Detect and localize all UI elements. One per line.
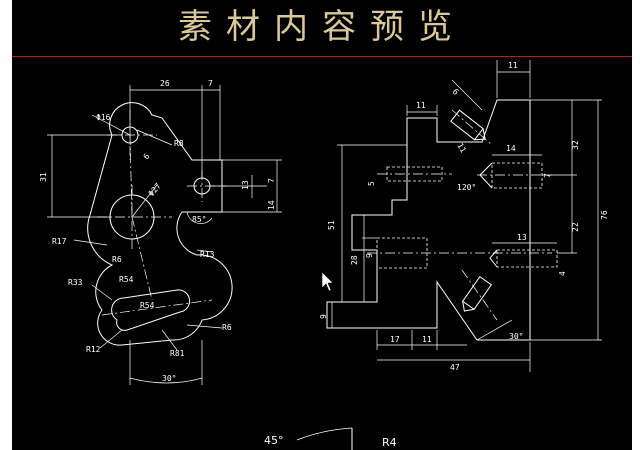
dim-5: 5 — [367, 181, 376, 186]
dim-r12: R12 — [86, 345, 101, 354]
mouse-cursor-icon — [321, 271, 334, 292]
dim-r81: R81 — [170, 349, 185, 358]
preview-canvas: 素材内容预览 — [12, 0, 632, 450]
dim-32: 32 — [571, 140, 580, 150]
dim-9b: 9 — [319, 314, 328, 319]
dim-r54b: R54 — [140, 301, 155, 310]
dim-7b: 7 — [267, 178, 276, 183]
dim-31: 31 — [39, 172, 48, 182]
dim-30deg: 30° — [509, 332, 523, 341]
dim-r4: R4 — [382, 436, 397, 449]
dim-11-top: 11 — [508, 61, 518, 70]
dim-9a: 9 — [365, 253, 374, 258]
dim-7: 7 — [208, 79, 213, 88]
dim-r6a: R6 — [112, 255, 122, 264]
dim-13: 13 — [517, 233, 527, 242]
dim-47: 47 — [450, 363, 460, 372]
dim-6: 6 — [142, 152, 152, 162]
dim-26: 26 — [160, 79, 170, 88]
dim-4: 4 — [558, 271, 567, 276]
slot — [111, 289, 191, 331]
dim-13: 13 — [241, 180, 250, 190]
dim-r8: R8 — [174, 139, 184, 148]
dim-120deg: 120° — [457, 183, 476, 192]
dim-11c: 11 — [422, 335, 432, 344]
dim-r33: R33 — [68, 278, 83, 287]
dim-6: 6 — [451, 87, 461, 97]
dim-phi16: Φ16 — [96, 113, 111, 122]
page-title: 素材内容预览 — [178, 7, 466, 47]
dim-17: 17 — [390, 335, 400, 344]
dim-14: 14 — [506, 144, 516, 153]
dim-r54a: R54 — [119, 275, 134, 284]
dim-76: 76 — [600, 210, 609, 220]
dim-7: 7 — [543, 173, 552, 178]
dim-r17: R17 — [52, 237, 67, 246]
dim-r6b: R6 — [222, 323, 232, 332]
cad-drawing: 26 7 Φ16 R8 31 13 7 14 Φ27 6 85° R17 R6 … — [39, 60, 609, 450]
dim-30deg: 30° — [162, 374, 176, 383]
dim-phi27: Φ27 — [147, 181, 163, 198]
dim-11a: 11 — [416, 101, 426, 110]
dim-14: 14 — [267, 200, 276, 210]
left-view: 26 7 Φ16 R8 31 13 7 14 Φ27 6 85° R17 R6 … — [39, 79, 282, 385]
right-view: 11 6 11 11 32 14 76 5 7 120° 51 22 13 28… — [319, 60, 609, 372]
right-part-outline — [326, 99, 531, 341]
dim-11b: 11 — [455, 142, 468, 155]
dim-51: 51 — [327, 220, 336, 230]
dim-r13: R13 — [200, 250, 215, 259]
dim-22: 22 — [571, 222, 580, 232]
bottom-partial-view: 45° R4 — [264, 427, 397, 450]
dim-28: 28 — [350, 255, 359, 265]
dim-45deg: 45° — [264, 434, 284, 447]
title-divider — [12, 56, 632, 57]
left-part-outline — [87, 102, 233, 346]
dim-85deg: 85° — [192, 215, 206, 224]
